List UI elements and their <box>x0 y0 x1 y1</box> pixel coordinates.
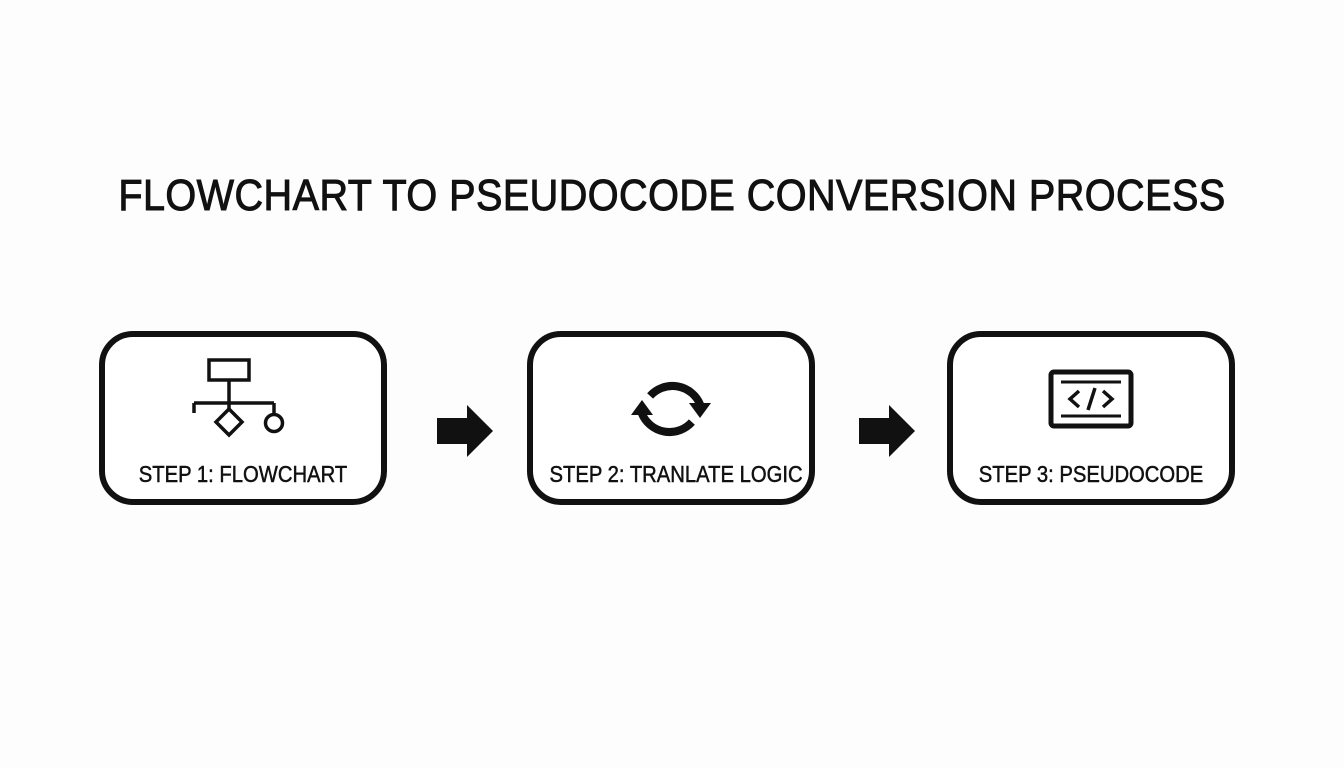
flowchart-icon <box>105 351 381 443</box>
page-title: FLOWCHART TO PSEUDOCODE CONVERSION PROCE… <box>118 171 1226 221</box>
step-1-label: STEP 1: FLOWCHART <box>138 461 348 488</box>
code-window-icon <box>953 367 1229 431</box>
step-2-box: STEP 2: TRANLATE LOGIC <box>527 331 815 505</box>
refresh-cycle-icon <box>533 367 809 451</box>
right-arrow-icon <box>437 405 495 457</box>
step-3-label: STEP 3: PSEUDOCODE <box>978 461 1204 488</box>
step-2-label: STEP 2: TRANLATE LOGIC <box>549 461 803 488</box>
step-3-box: STEP 3: PSEUDOCODE <box>947 331 1235 505</box>
step-1-box: STEP 1: FLOWCHART <box>99 331 387 505</box>
right-arrow-icon <box>859 405 917 457</box>
